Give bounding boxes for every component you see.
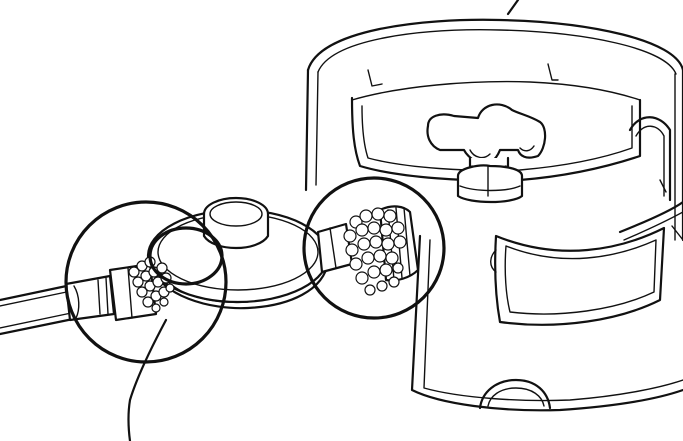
regulator-body [148,198,352,308]
cylinder-valve-handwheel [428,104,546,202]
leader-line-bottom [129,320,167,441]
leader-line-top [508,0,518,14]
